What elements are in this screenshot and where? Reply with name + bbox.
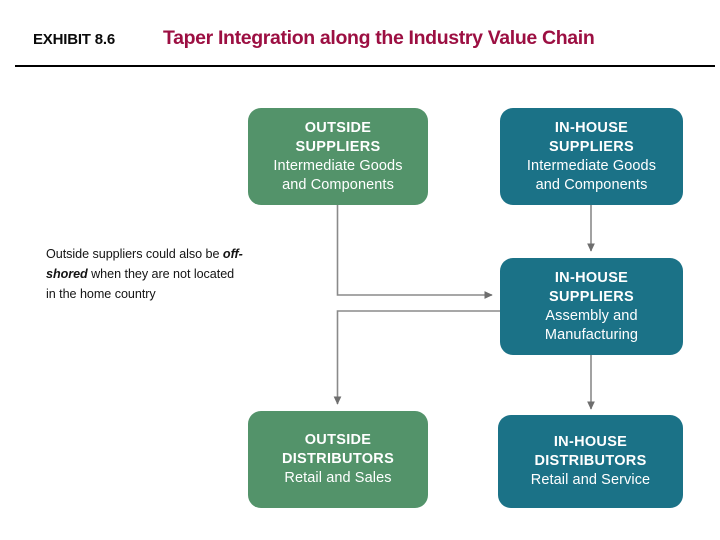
- node-outside-suppliers-subtitle-line1: Intermediate Goods: [273, 157, 403, 174]
- annotation-text-part1: Outside suppliers could also be: [46, 247, 223, 261]
- node-inhouse-suppliers-title-line2: SUPPLIERS: [549, 138, 634, 155]
- exhibit-number-label: EXHIBIT 8.6: [33, 31, 115, 48]
- node-inhouse-assembly-title-line2: SUPPLIERS: [549, 288, 634, 305]
- node-outside-distributors-subtitle-line1: Retail and Sales: [284, 470, 392, 486]
- exhibit-header: EXHIBIT 8.6 Taper Integration along the …: [0, 0, 720, 70]
- page-title: Taper Integration along the Industry Val…: [163, 27, 595, 49]
- node-outside-suppliers-title-line2: SUPPLIERS: [295, 138, 381, 155]
- node-inhouse-suppliers-subtitle-line2: and Components: [535, 176, 648, 193]
- node-inhouse-assembly-subtitle-line2: Manufacturing: [544, 326, 639, 343]
- node-inhouse-distributors[interactable]: IN-HOUSE DISTRIBUTORS Retail and Service: [498, 415, 683, 508]
- node-outside-distributors-title-line1: OUTSIDE: [304, 432, 372, 448]
- node-inhouse-suppliers-title-line1: IN-HOUSE: [554, 119, 629, 136]
- node-outside-distributors-title-line2: DISTRIBUTORS: [281, 451, 395, 467]
- node-outside-suppliers[interactable]: OUTSIDE SUPPLIERS Intermediate Goods and…: [248, 108, 428, 205]
- annotation-emphasis: off-shored: [46, 247, 243, 281]
- node-inhouse-suppliers-subtitle-line1: Intermediate Goods: [526, 157, 657, 174]
- connector-assembly-to-outside-distributors: [333, 310, 500, 405]
- node-outside-distributors[interactable]: OUTSIDE DISTRIBUTORS Retail and Sales: [248, 411, 428, 508]
- header-divider: [15, 65, 715, 67]
- connector-outside-suppliers-to-assembly: [336, 205, 493, 299]
- node-inhouse-assembly[interactable]: IN-HOUSE SUPPLIERS Assembly and Manufact…: [500, 258, 683, 355]
- node-outside-suppliers-title-line1: OUTSIDE: [304, 119, 372, 136]
- node-inhouse-distributors-subtitle-line1: Retail and Service: [530, 472, 651, 488]
- node-inhouse-distributors-title-line1: IN-HOUSE: [553, 434, 628, 450]
- annotation-offshoring-note: Outside suppliers could also be off-shor…: [46, 245, 246, 304]
- annotation-text-part2: when they are not located in the home co…: [46, 266, 235, 301]
- node-inhouse-distributors-title-line2: DISTRIBUTORS: [534, 453, 647, 469]
- node-inhouse-assembly-subtitle-line1: Assembly and: [545, 307, 638, 324]
- node-inhouse-suppliers[interactable]: IN-HOUSE SUPPLIERS Intermediate Goods an…: [500, 108, 683, 205]
- node-inhouse-assembly-title-line1: IN-HOUSE: [554, 269, 629, 286]
- node-outside-suppliers-subtitle-line2: and Components: [282, 176, 394, 193]
